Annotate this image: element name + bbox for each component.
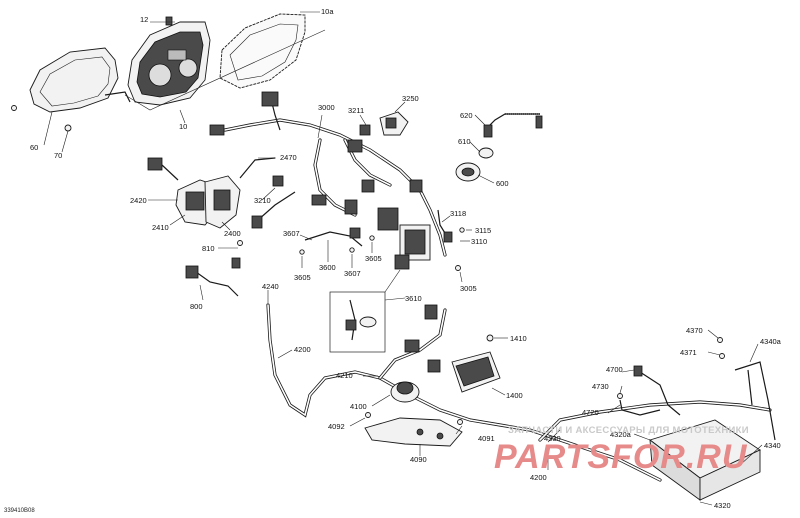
callout-70: 70 [54,151,62,160]
switch-housing-2400 [204,175,241,229]
callout-4370: 4370 [686,326,703,335]
callout-800: 800 [190,302,203,311]
screw-12 [165,16,173,26]
callout-3115: 3115 [475,226,491,235]
grommet-610 [478,147,494,159]
sensor-810 [231,257,241,269]
regulator-1400 [451,334,501,393]
callout-60: 60 [30,143,38,152]
callout-3607-a: 3607 [283,229,300,238]
callout-1400: 1400 [506,391,523,400]
diagram-id: 339410B08 [4,508,35,514]
callout-2470: 2470 [280,153,297,162]
callout-3000: 3000 [318,103,335,112]
cluster-cover-60 [29,47,131,113]
callout-3605-a: 3605 [294,273,311,282]
callout-12: 12 [140,15,148,24]
callout-4340: 4340 [764,441,781,450]
callout-600: 600 [496,179,509,188]
callout-3600: 3600 [319,263,336,272]
callout-3118: 3118 [450,209,466,218]
callout-4330: 4330 [544,434,561,443]
callout-4371: 4371 [680,348,697,357]
watermark-subtitle: ЗАПЧАСТИ И АКСЕССУАРЫ ДЛЯ МОТОТЕХНИКИ [508,425,749,436]
instrument-cluster-10 [127,21,211,106]
harness-3600 [299,227,375,255]
callout-4200-lower: 4200 [530,473,547,482]
callout-810: 810 [202,244,215,253]
callout-4090: 4090 [410,455,427,464]
battery-4320 [649,419,761,501]
detail-inset-3610 [329,291,386,353]
sensor-3211 [359,124,371,136]
callout-3605-b: 3605 [365,254,382,263]
battery-strap-4340 [717,337,776,441]
sensor-cable-620 [483,113,543,138]
solenoid-4100 [390,381,420,403]
callout-3610: 3610 [405,294,422,303]
module-3250 [379,111,409,136]
callout-4100: 4100 [350,402,367,411]
cable-4700 [633,365,681,416]
bracket-4090 [364,417,463,447]
callout-4200-upper: 4200 [294,345,311,354]
callout-4210: 4210 [336,371,353,380]
cable-4720 [617,393,661,416]
callout-4720: 4720 [582,408,599,417]
callout-3110: 3110 [471,237,487,246]
callout-4340a: 4340a [760,337,782,346]
callout-4730: 4730 [592,382,609,391]
callout-2420: 2420 [130,196,147,205]
callout-610: 610 [458,137,471,146]
callout-3211: 3211 [348,106,364,115]
callout-2410: 2410 [152,223,169,232]
callout-4240: 4240 [262,282,279,291]
callout-3005: 3005 [460,284,477,293]
connector-2470 [147,157,276,181]
main-harness-3000 [209,91,447,270]
callout-4320: 4320 [714,501,731,510]
callout-10: 10 [179,122,187,131]
connector-3210 [251,175,296,229]
callout-4700: 4700 [606,365,623,374]
callout-4320a: 4320a [610,430,632,439]
callout-620: 620 [460,111,473,120]
callout-1410: 1410 [510,334,527,343]
fasteners-70 [11,105,72,132]
callout-4091: 4091 [478,434,495,443]
callout-10a: 10a [321,7,334,16]
callout-2400: 2400 [224,229,241,238]
sensor-600 [455,162,481,182]
cluster-lens-10a [219,13,306,89]
fuse-parts-3110 [437,209,465,271]
callout-3250: 3250 [402,94,419,103]
callout-4092: 4092 [328,422,345,431]
watermark-logo: PARTSFOR.RU [494,438,748,476]
callout-3210: 3210 [254,196,271,205]
sensor-800 [185,265,239,297]
callout-3607-b: 3607 [344,269,361,278]
